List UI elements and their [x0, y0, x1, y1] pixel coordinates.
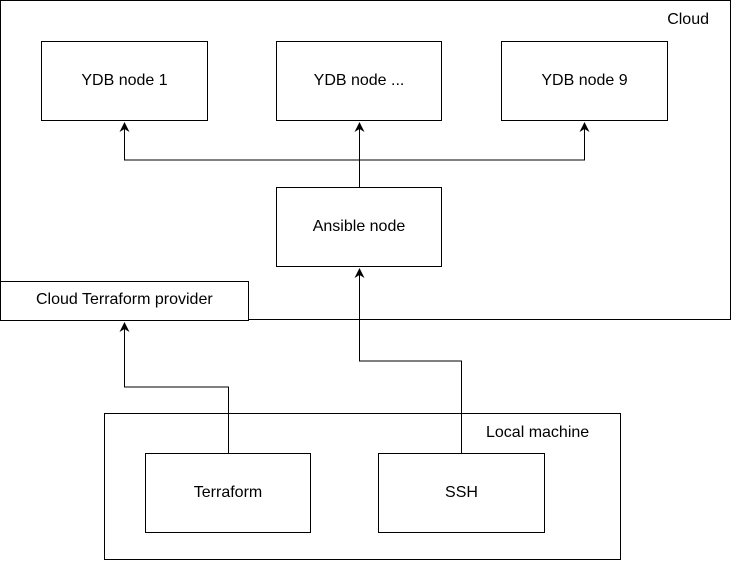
ydb-node-9-label: YDB node 9	[541, 72, 628, 89]
ssh-node-label: SSH	[445, 484, 478, 501]
local-machine-label: Local machine	[486, 424, 590, 441]
ydb-node-middle-label: YDB node ...	[313, 72, 405, 89]
ssh-node: SSH	[378, 453, 545, 533]
ansible-node: Ansible node	[276, 187, 442, 267]
ydb-node-9: YDB node 9	[501, 41, 668, 121]
terraform-node-label: Terraform	[193, 484, 263, 501]
ansible-node-label: Ansible node	[312, 218, 406, 235]
cloud-label: Cloud	[667, 11, 709, 28]
cloud-terraform-provider: Cloud Terraform provider	[0, 281, 249, 321]
terraform-node: Terraform	[145, 453, 311, 533]
ydb-node-1-label: YDB node 1	[81, 72, 168, 89]
cloud-terraform-provider-label: Cloud Terraform provider	[36, 291, 213, 308]
ydb-node-1: YDB node 1	[41, 41, 208, 121]
ydb-node-middle: YDB node ...	[276, 41, 442, 121]
